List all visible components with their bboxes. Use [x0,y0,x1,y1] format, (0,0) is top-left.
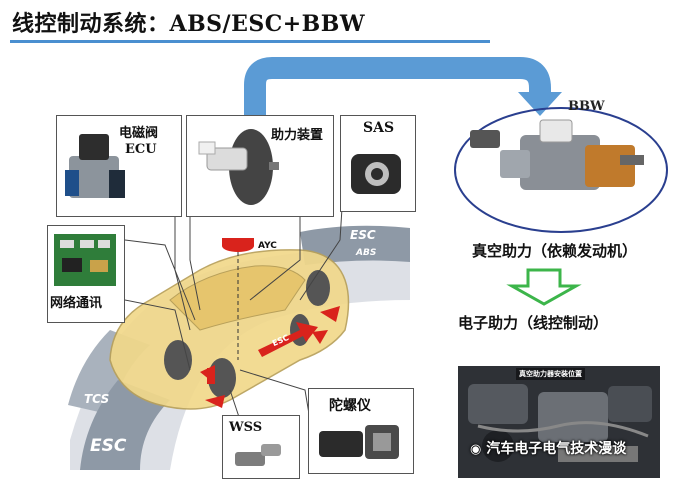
brake-arrows [200,306,340,408]
esc-band-bottom [80,380,170,470]
circuit-board-illustration [54,234,116,286]
wss-sensor-illustration [235,444,281,466]
brake-arrow-1-stem [207,368,215,384]
watermark-text: 汽车电子电气技术漫谈 [486,441,627,457]
engine-bay-photo: 真空助力器安装位置 [458,366,660,478]
abs-top-label: ABS [356,248,377,258]
solenoid-ecu-box: 电磁阀 ECU [56,115,182,217]
green-down-arrow [506,268,582,306]
engine-bay-caption: 真空助力器安装位置 [516,368,585,380]
gyro-label: 陀螺仪 [329,398,371,414]
bbw-label: BBW [568,99,605,114]
title-underline [10,40,490,43]
page-title: 线控制动系统：ABS/ESC+BBW [12,11,366,37]
wheel-front-right [306,270,330,306]
network-box: 网络通讯 [47,225,125,323]
ecu-label: ECU [125,142,157,157]
flow-arrow [244,57,551,120]
flow-arrow-head [518,92,562,116]
abs-module-illustration [65,134,125,198]
booster-label: 助力装置 [271,128,324,143]
wss-label: WSS [229,420,263,435]
sas-label: SAS [363,120,395,136]
brake-arrow-2 [205,395,225,408]
booster-illustration [198,129,279,205]
ayc-label: AYC [258,241,277,251]
booster-box: 助力装置 [186,115,334,217]
sas-box: SAS [340,115,416,212]
esc-bottom-label: ESC [90,436,127,456]
brake-arrow-4 [312,330,328,344]
bbw-ellipse [454,107,668,233]
electronic-assist-label: 电子助力（线控制动） [458,314,609,332]
brake-arrow-3 [320,306,340,322]
watermark-icon: ◉ [470,442,482,457]
solenoid-valve-label: 电磁阀 [119,126,159,141]
bbw-device-illustration [470,119,644,190]
watermark: ◉ 汽车电子电气技术漫谈 [470,438,626,458]
gyro-sensor-illustration [319,425,399,459]
sas-sensor-illustration [351,154,401,194]
esc-arrow-shape [258,322,318,357]
ayc-disc-body [222,238,254,246]
vacuum-assist-label: 真空助力（依赖发动机） [472,242,638,260]
esc-top-label: ESC [350,228,376,242]
wss-box: WSS [222,415,300,479]
engine-bay-illustration [458,366,660,478]
gyro-box: 陀螺仪 [308,388,414,474]
esc-band-top [300,225,410,265]
tcs-label: TCS [84,392,110,406]
network-label: 网络通讯 [50,296,103,311]
